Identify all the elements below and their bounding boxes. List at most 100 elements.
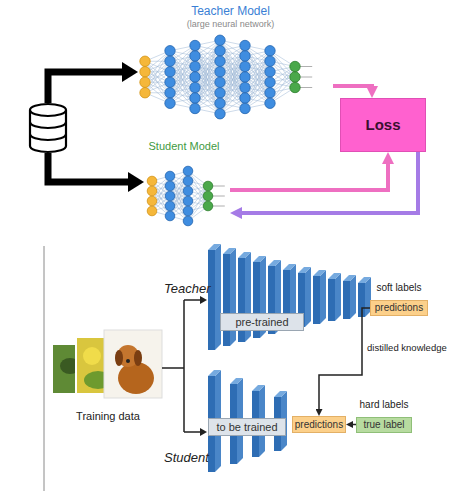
feed-arrowhead — [122, 62, 138, 82]
node-text: Teacher Model — [128, 4, 333, 18]
cnn-slab-top — [328, 273, 341, 279]
neuron — [165, 77, 175, 87]
loss-box: Loss — [340, 98, 426, 152]
teacher-cnn: Teacherpre-trained — [160, 243, 372, 350]
cnn-slab-top — [274, 391, 287, 397]
neuron — [183, 166, 193, 176]
photo-detail — [83, 347, 101, 365]
neuron — [165, 191, 175, 201]
feed-line — [48, 153, 130, 182]
neuron — [190, 103, 200, 113]
neuron — [265, 46, 275, 56]
training-feed-arrows — [162, 296, 207, 436]
hard-label-box: hard labels true label — [356, 399, 412, 434]
prediction-box: predictions — [292, 416, 346, 433]
cnn-slab-top — [252, 385, 265, 391]
neuron — [290, 61, 300, 71]
neuron — [240, 72, 250, 82]
cnn-slab-side — [215, 244, 221, 350]
neuron — [183, 176, 193, 186]
cnn-slab-front — [208, 250, 215, 350]
neuron — [147, 206, 157, 216]
neuron — [240, 51, 250, 61]
node-subtext: true label — [356, 417, 412, 433]
database-band — [30, 122, 66, 140]
neuron — [240, 93, 250, 103]
node-text: Student — [164, 450, 209, 465]
neuron — [240, 61, 250, 71]
neuron — [203, 181, 213, 191]
dog-ear — [115, 350, 123, 366]
cnn-slab-top — [283, 264, 296, 270]
neuron — [147, 196, 157, 206]
cnn-slab-side — [335, 273, 341, 321]
node-subtext: (large neural network) — [128, 19, 333, 29]
neuron — [147, 186, 157, 196]
cnn-slab-top — [268, 260, 281, 266]
neuron — [203, 191, 213, 201]
cnn-slab-front — [313, 276, 320, 324]
cnn-slab-top — [223, 248, 236, 254]
network-link — [145, 61, 170, 93]
neuron — [165, 98, 175, 108]
node-text: predictions — [293, 417, 345, 432]
cnn-slab-top — [238, 252, 251, 258]
node-text: hard labels — [356, 399, 412, 410]
neuron — [215, 88, 225, 98]
neuron — [290, 72, 300, 82]
photo-dog — [104, 330, 162, 398]
connector-arrow — [230, 158, 388, 190]
neuron — [265, 56, 275, 66]
neuron — [265, 67, 275, 77]
neuron — [215, 56, 225, 66]
cnn-slab-top — [253, 256, 266, 262]
cnn-slab-top — [313, 270, 326, 276]
state-tag: to be trained — [208, 418, 286, 436]
cnn-slab-top — [343, 275, 356, 281]
neuron — [190, 82, 200, 92]
neuron — [140, 67, 150, 77]
node-text: pre-trained — [221, 314, 303, 330]
cnn-slab-side — [320, 270, 326, 324]
connector-arrow — [236, 152, 418, 213]
neuron — [165, 171, 175, 181]
neuron — [215, 67, 225, 77]
feed-arrowhead — [200, 296, 207, 304]
neuron — [290, 82, 300, 92]
neuron — [183, 216, 193, 226]
cnn-slab-side — [305, 267, 311, 327]
cnn-slab-top — [208, 244, 221, 250]
dog-body — [118, 362, 154, 394]
cnn-slab-front — [328, 279, 335, 321]
network-link — [145, 72, 170, 104]
neuron — [240, 82, 250, 92]
neuron — [265, 88, 275, 98]
node-text: Loss — [341, 99, 425, 151]
node-text: soft labels — [370, 282, 428, 293]
panel-separator — [44, 246, 45, 491]
neuron — [215, 46, 225, 56]
neuron — [265, 98, 275, 108]
neuron — [165, 211, 175, 221]
neuron — [215, 35, 225, 45]
neuron — [140, 77, 150, 87]
soft-label-box: soft labelspredictions — [370, 282, 428, 318]
neuron — [190, 61, 200, 71]
edge-label: distilled knowledge — [367, 342, 447, 353]
neuron — [215, 109, 225, 119]
cnn-slab-top — [230, 378, 243, 384]
neuron — [203, 201, 213, 211]
neuron — [190, 93, 200, 103]
network-link — [145, 61, 170, 93]
feed-line — [162, 300, 201, 432]
neuron — [183, 206, 193, 216]
neuron — [240, 40, 250, 50]
data-feed-arrows — [48, 62, 144, 192]
neural-networks — [140, 35, 312, 226]
neuron — [140, 88, 150, 98]
network-link — [145, 51, 170, 83]
neuron — [215, 77, 225, 87]
neuron — [140, 56, 150, 66]
node-text: Student Model — [138, 140, 230, 152]
